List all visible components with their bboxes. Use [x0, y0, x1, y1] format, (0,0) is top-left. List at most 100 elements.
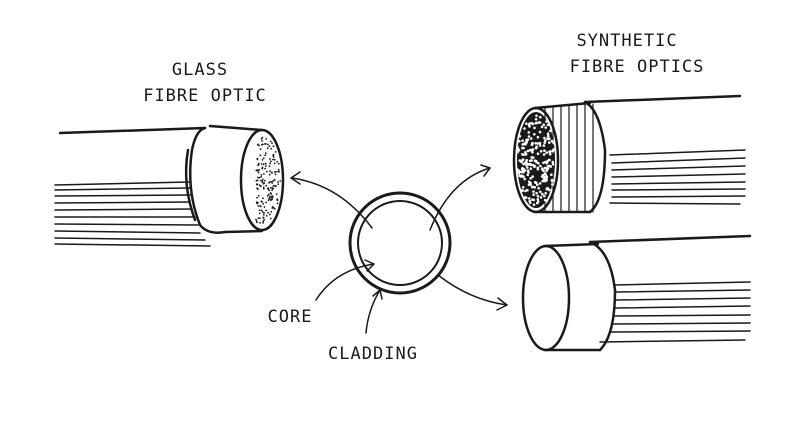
texture-dot	[259, 205, 262, 207]
texture-dot	[257, 195, 260, 197]
texture-dot	[538, 182, 542, 185]
texture-dot	[262, 157, 265, 160]
texture-dot	[551, 183, 554, 186]
texture-dot	[541, 192, 544, 196]
texture-dot	[269, 195, 271, 198]
texture-dot	[264, 162, 267, 165]
texture-dot	[258, 176, 261, 179]
texture-dot	[524, 151, 527, 154]
fibre-cross-section	[348, 191, 452, 295]
texture-dot	[523, 127, 526, 130]
texture-dot	[533, 126, 536, 130]
texture-dot	[270, 160, 272, 163]
texture-dot	[531, 175, 534, 178]
texture-dot	[536, 183, 539, 187]
texture-dot	[546, 132, 550, 135]
synthetic-fibre-bundle-cable	[512, 94, 746, 214]
texture-dot	[270, 147, 273, 150]
texture-dot	[538, 141, 542, 145]
texture-dot	[543, 149, 546, 152]
texture-dot	[259, 154, 262, 157]
texture-dot	[263, 219, 265, 221]
texture-dot	[255, 220, 258, 222]
texture-dot	[544, 173, 547, 176]
texture-dot	[257, 162, 260, 165]
texture-dot	[265, 209, 267, 212]
texture-dot	[261, 178, 264, 181]
texture-dot	[526, 173, 530, 176]
texture-dot	[542, 169, 545, 173]
texture-dot	[552, 141, 555, 145]
texture-dot	[256, 221, 258, 224]
texture-dot	[543, 136, 546, 140]
texture-dot	[537, 121, 541, 124]
texture-dot	[540, 125, 544, 129]
texture-dot	[536, 194, 540, 198]
texture-dot	[257, 176, 259, 179]
texture-dot	[536, 198, 540, 201]
texture-dot	[257, 201, 259, 204]
glass-core-texture	[255, 136, 282, 224]
texture-dot	[523, 177, 526, 181]
texture-dot	[532, 185, 536, 189]
texture-dot	[269, 213, 271, 216]
texture-dot	[260, 175, 262, 178]
cladding-label: CLADDING	[328, 344, 418, 364]
texture-dot	[274, 185, 277, 188]
texture-dot	[262, 182, 265, 185]
texture-dot	[272, 145, 275, 148]
texture-dot	[548, 188, 551, 192]
texture-dot	[530, 185, 534, 189]
texture-dot	[270, 193, 273, 195]
texture-dot	[522, 175, 525, 178]
glass-title-line1: GLASS	[171, 60, 229, 80]
texture-dot	[532, 193, 535, 196]
texture-dot	[539, 164, 542, 168]
texture-dot	[261, 200, 263, 203]
texture-dot	[546, 123, 550, 127]
texture-dot	[261, 166, 264, 169]
texture-dot	[256, 179, 259, 182]
texture-dot	[534, 181, 538, 184]
texture-dot	[532, 163, 535, 167]
texture-dot	[260, 179, 262, 182]
texture-dot	[536, 135, 540, 139]
texture-dot	[532, 190, 535, 193]
texture-dot	[525, 163, 528, 167]
texture-dot	[260, 163, 263, 165]
synthetic-title-line1: SYNTHETIC	[576, 31, 678, 51]
texture-dot	[536, 200, 540, 203]
texture-dot	[529, 137, 533, 140]
texture-dot	[268, 197, 271, 200]
texture-dot	[528, 197, 531, 200]
texture-dot	[259, 222, 261, 224]
texture-dot	[259, 217, 261, 220]
texture-dot	[516, 150, 519, 154]
texture-dot	[276, 202, 279, 205]
texture-dot	[541, 167, 544, 170]
texture-dot	[260, 174, 263, 176]
texture-dot	[265, 165, 267, 167]
texture-dot	[532, 198, 536, 202]
texture-dot	[279, 180, 282, 182]
texture-dot	[276, 160, 279, 163]
texture-dot	[548, 164, 551, 168]
texture-dot	[518, 139, 521, 143]
texture-dot	[543, 198, 547, 202]
texture-dot	[530, 156, 533, 159]
texture-dot	[270, 211, 273, 213]
texture-dot	[547, 158, 551, 162]
texture-dot	[534, 118, 538, 121]
texture-dot	[257, 171, 260, 174]
texture-dot	[262, 163, 265, 166]
texture-dot	[539, 150, 543, 153]
texture-dot	[263, 206, 266, 208]
texture-dot	[271, 142, 273, 145]
texture-dot	[264, 167, 266, 170]
texture-dot	[533, 133, 536, 136]
texture-dot	[268, 145, 271, 148]
texture-dot	[531, 122, 535, 126]
texture-dot	[262, 213, 265, 216]
